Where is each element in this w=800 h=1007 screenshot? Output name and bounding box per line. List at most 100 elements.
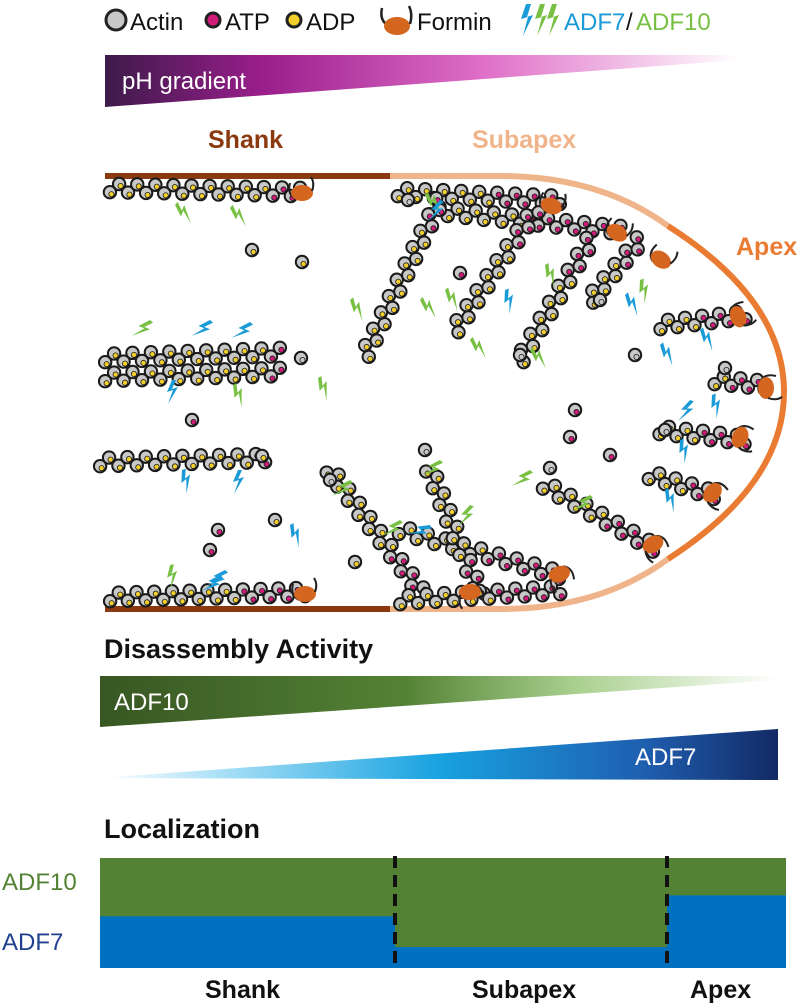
actin-subunit xyxy=(428,594,444,610)
actin-subunit xyxy=(352,495,368,510)
actin-filament xyxy=(535,478,661,559)
actin-subunit xyxy=(372,535,387,551)
actin-subunit xyxy=(272,360,288,376)
adf-lightning-icon xyxy=(660,342,673,366)
actin-subunit xyxy=(704,315,719,331)
legend-adf10-label: ADF10 xyxy=(636,9,711,36)
actin-subunit xyxy=(106,346,122,361)
actin-filament xyxy=(513,230,597,370)
actin-filament xyxy=(357,190,448,365)
actin-subunit xyxy=(116,354,131,369)
actin-subunit xyxy=(217,342,232,357)
actin-subunit xyxy=(125,364,140,380)
localization-x-label-shank: Shank xyxy=(205,976,280,1004)
formin-icon xyxy=(731,425,755,453)
actin-subunit xyxy=(361,521,377,537)
actin-subunit xyxy=(111,458,126,473)
actin-subunit xyxy=(401,588,416,603)
actin-subunit xyxy=(229,187,244,203)
actin-subunit xyxy=(156,449,172,464)
adf-lightning-icon xyxy=(504,288,514,314)
actin-subunit xyxy=(397,256,412,271)
actin-subunit xyxy=(469,282,484,298)
actin-subunit xyxy=(695,423,711,439)
actin-subunit xyxy=(130,177,145,192)
actin-subunit xyxy=(226,590,242,606)
actin-subunit xyxy=(102,184,118,200)
actin-subunit xyxy=(191,591,206,607)
actin-subunit xyxy=(527,556,542,571)
actin-subunit xyxy=(491,546,507,561)
atp-dot-icon xyxy=(204,11,222,29)
actin-subunit xyxy=(567,222,582,237)
actin-subunit xyxy=(481,280,496,295)
actin-subunit xyxy=(134,353,150,369)
actin-subunit xyxy=(629,230,644,245)
actin-subunit xyxy=(217,362,232,377)
actin-monomer xyxy=(244,242,260,258)
actin-monomer xyxy=(184,412,200,428)
actin-subunit xyxy=(253,581,268,597)
actin-subunit xyxy=(180,363,195,378)
actin-subunit xyxy=(271,581,286,596)
actin-subunit xyxy=(153,372,168,387)
actin-subunit xyxy=(458,210,473,226)
adf-lightning-icon xyxy=(665,488,674,513)
actin-subunit xyxy=(468,203,483,218)
actin-subunit xyxy=(526,187,541,202)
actin-subunit xyxy=(430,469,445,484)
actin-monomer xyxy=(512,347,528,363)
actin-subunit xyxy=(111,585,126,600)
actin-subunit xyxy=(147,584,162,599)
actin-subunit xyxy=(572,258,587,274)
actin-subunit xyxy=(116,373,131,388)
formin-icon xyxy=(291,577,318,602)
actin-subunit xyxy=(549,220,564,235)
adf-lightning-icon xyxy=(639,278,649,304)
actin-subunit xyxy=(581,242,597,258)
actin-subunit xyxy=(498,556,513,572)
actin-subunit xyxy=(491,265,506,280)
actin-monomer xyxy=(254,448,270,464)
formins xyxy=(288,176,783,610)
actin-subunit xyxy=(499,237,514,253)
actin-subunit xyxy=(125,345,140,361)
legend-actin-label: Actin xyxy=(130,9,183,36)
adf-lightning-icon xyxy=(425,191,441,214)
actin-subunit xyxy=(208,351,223,366)
actin-subunit xyxy=(226,350,242,365)
actin-subunit xyxy=(198,362,214,378)
actin-subunit xyxy=(235,361,251,377)
actin-subunit xyxy=(694,308,710,324)
disassembly-title: Disassembly Activity xyxy=(104,634,373,664)
actin-subunit xyxy=(438,514,454,529)
adf-lightning-icon xyxy=(233,470,244,494)
adf-lightning-icon xyxy=(350,297,363,321)
actin-subunit xyxy=(607,256,622,272)
actin-subunit xyxy=(147,457,163,473)
actin-subunit xyxy=(450,201,465,216)
actin-subunit xyxy=(498,194,513,209)
actin-subunit xyxy=(156,186,172,201)
actin-subunit xyxy=(517,589,532,604)
actin-subunit xyxy=(535,322,550,338)
actin-subunit xyxy=(238,179,254,194)
actin-subunit xyxy=(553,290,569,306)
adf-lightning-icon xyxy=(131,320,154,336)
region-label-shank: Shank xyxy=(208,126,283,154)
actin-subunit xyxy=(230,447,245,462)
actin-subunit xyxy=(190,371,205,386)
actin-subunit xyxy=(202,178,217,194)
formin-icon xyxy=(458,583,484,610)
actin-filament xyxy=(585,230,645,310)
actin-subunit xyxy=(393,284,408,299)
actin-subunit xyxy=(393,564,408,579)
actin-subunit xyxy=(265,188,280,203)
actin-subunit xyxy=(361,349,376,365)
actin-subunit xyxy=(384,537,399,553)
actin-filaments xyxy=(92,176,772,612)
actin-subunit xyxy=(166,177,181,193)
actin-subunit xyxy=(473,541,489,556)
formin-icon xyxy=(758,374,783,401)
actin-subunit xyxy=(211,187,226,202)
